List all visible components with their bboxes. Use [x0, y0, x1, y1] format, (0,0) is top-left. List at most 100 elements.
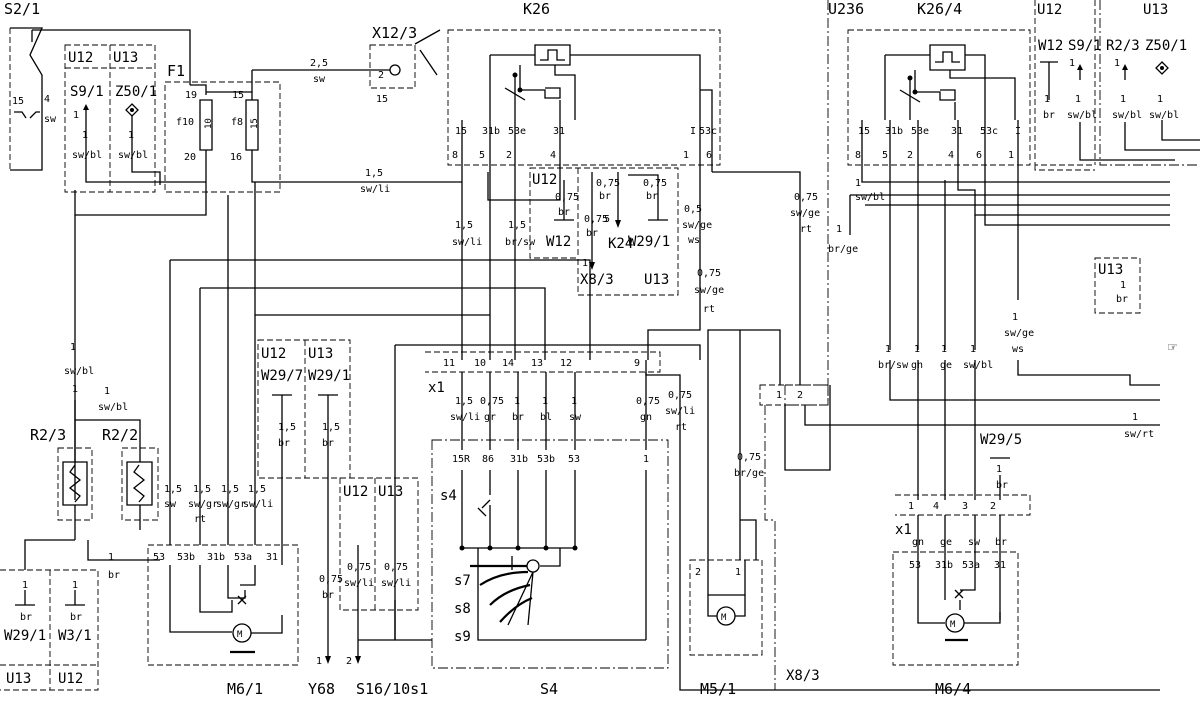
s2-1-label: S2/1: [4, 0, 40, 18]
svg-text:sw: sw: [164, 499, 177, 510]
svg-text:sw/ge: sw/ge: [682, 220, 712, 231]
svg-text:x1: x1: [428, 380, 445, 396]
svg-text:15R: 15R: [452, 454, 471, 465]
page-marker: ☞: [1168, 338, 1177, 356]
svg-text:5: 5: [479, 150, 485, 161]
svg-text:br: br: [70, 612, 82, 623]
svg-text:sw/rt: sw/rt: [1124, 429, 1154, 440]
svg-text:31b: 31b: [207, 552, 225, 563]
svg-text:s4: s4: [440, 488, 457, 504]
svg-text:53b: 53b: [537, 454, 555, 465]
svg-text:U12: U12: [532, 172, 557, 188]
svg-text:1: 1: [1069, 58, 1075, 69]
svg-text:15: 15: [12, 96, 24, 107]
svg-text:br: br: [512, 412, 524, 423]
svg-text:s8: s8: [454, 601, 471, 617]
svg-text:1: 1: [1008, 150, 1014, 161]
x12-3-connector: X12/3 2 15 2,5 sw: [310, 24, 441, 105]
svg-text:x1: x1: [895, 522, 912, 538]
svg-text:M5/1: M5/1: [700, 680, 736, 698]
svg-text:U12: U12: [343, 484, 368, 500]
svg-text:1: 1: [1044, 94, 1050, 105]
svg-text:br/sw: br/sw: [505, 237, 536, 248]
svg-text:1: 1: [128, 130, 134, 141]
svg-text:U236: U236: [828, 0, 864, 18]
svg-text:8: 8: [855, 150, 861, 161]
svg-text:W12: W12: [546, 234, 571, 250]
svg-text:ge: ge: [940, 537, 952, 548]
svg-text:1,5: 1,5: [455, 396, 473, 407]
svg-text:1: 1: [908, 501, 914, 512]
x8-3-bottom: X8/3: [764, 405, 820, 690]
svg-text:1: 1: [73, 110, 79, 121]
svg-text:1: 1: [643, 454, 649, 465]
svg-text:U12: U12: [58, 671, 83, 687]
svg-text:sw/bl: sw/bl: [98, 402, 128, 413]
svg-text:1: 1: [70, 342, 76, 353]
svg-text:R2/2: R2/2: [102, 426, 138, 444]
svg-text:sw/li: sw/li: [450, 412, 480, 423]
svg-text:sw: sw: [44, 114, 57, 125]
svg-text:U12: U12: [261, 346, 286, 362]
s2-1-switch: S2/1 15 4 sw: [4, 0, 191, 171]
svg-text:2,5: 2,5: [310, 58, 328, 69]
svg-text:br: br: [108, 570, 120, 581]
fuse-f8-body: [245, 99, 259, 151]
svg-text:1,5: 1,5: [322, 422, 340, 433]
svg-text:0,5: 0,5: [684, 204, 702, 215]
svg-text:gr: gr: [484, 412, 496, 423]
svg-text:sw/bl: sw/bl: [118, 150, 148, 161]
x1-connector: x1 11 10 14 13 12 9 1,5 sw/li 0,75 gr 1 …: [425, 351, 695, 450]
svg-text:W29/1: W29/1: [4, 628, 46, 644]
motor-m5-glyph: M: [721, 613, 727, 623]
m5-1-motor: 2 1 M M5/1: [689, 329, 763, 698]
svg-text:1,5: 1,5: [455, 220, 473, 231]
w29-5-m6-4: W29/5 1 br x1 1 4 3 2 gn ge sw br 53 31b…: [892, 432, 1031, 698]
svg-text:Z50/1: Z50/1: [115, 84, 157, 100]
svg-text:9: 9: [634, 358, 640, 369]
svg-text:U13: U13: [6, 671, 31, 687]
svg-text:sw: sw: [569, 412, 582, 423]
svg-text:gn: gn: [640, 412, 652, 423]
u12-u13-k26-area: U12 0,75 br W12 0,75 br 0,75 br 5 1 X8/3…: [529, 167, 679, 296]
f1-fuse-box: F1 19 15 f10 f8 10 15 20 16: [164, 62, 330, 193]
svg-text:1: 1: [571, 396, 577, 407]
svg-text:5: 5: [604, 214, 610, 225]
svg-text:5: 5: [882, 150, 888, 161]
svg-text:1: 1: [316, 656, 322, 667]
svg-text:sw/bl: sw/bl: [72, 150, 102, 161]
svg-text:R2/3: R2/3: [30, 426, 66, 444]
svg-text:31b: 31b: [885, 126, 903, 137]
svg-text:15: 15: [232, 90, 244, 101]
svg-text:sw/bl: sw/bl: [855, 192, 885, 203]
svg-text:20: 20: [184, 152, 196, 163]
u12-u13-top-left: U12 U13 S9/1 Z50/1 1 1 sw/bl 1 sw/bl: [64, 44, 206, 193]
svg-text:2: 2: [990, 501, 996, 512]
svg-text:rt: rt: [675, 422, 687, 433]
svg-text:0,75: 0,75: [555, 192, 579, 203]
svg-text:Z50/1: Z50/1: [1145, 38, 1187, 54]
svg-text:br/ge: br/ge: [828, 244, 858, 255]
svg-text:br: br: [995, 537, 1007, 548]
svg-text:sw/ge: sw/ge: [790, 208, 820, 219]
svg-text:1: 1: [1114, 58, 1120, 69]
motor-m-glyph: M: [237, 630, 243, 640]
u12-u13-w29: U12 U13 W29/7 W29/1 1,5 br 1,5 br: [257, 339, 351, 545]
u236-module: U236 1 2 0,75 sw/ge rt 1 br/ge 0,75 br/g…: [734, 0, 864, 479]
svg-text:U13: U13: [1143, 2, 1168, 18]
svg-text:sw: sw: [313, 74, 326, 85]
svg-text:1: 1: [941, 344, 947, 355]
svg-text:S9/1: S9/1: [70, 84, 104, 100]
svg-text:53: 53: [568, 454, 580, 465]
svg-text:0,75: 0,75: [347, 562, 371, 573]
svg-text:1: 1: [514, 396, 520, 407]
svg-text:br: br: [646, 191, 658, 202]
svg-text:10: 10: [204, 118, 214, 129]
svg-text:s9: s9: [454, 629, 471, 645]
bottom-left-grounds: 1 br 1 br W29/1 W3/1 U13 U12: [0, 569, 99, 691]
svg-text:4: 4: [933, 501, 939, 512]
svg-text:br/sw: br/sw: [878, 360, 909, 371]
svg-text:sw/li: sw/li: [344, 578, 374, 589]
svg-text:sw/li: sw/li: [381, 578, 411, 589]
svg-text:s7: s7: [454, 573, 471, 589]
